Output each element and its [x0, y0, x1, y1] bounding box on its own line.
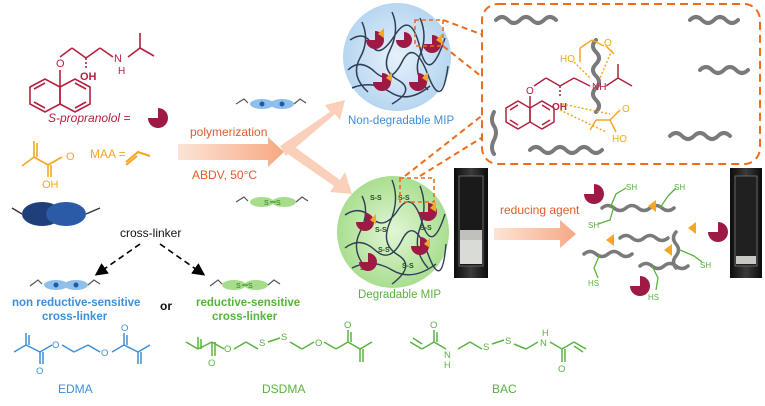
svg-text:S-S: S-S [370, 195, 382, 202]
zoom-o-top: O [604, 38, 612, 49]
bac-s2: S [505, 336, 511, 347]
crosslinker-label: cross-linker [120, 226, 181, 240]
bac-o1: O [430, 320, 437, 331]
bac-h2: H [542, 328, 549, 338]
dsdma-s1: S [259, 338, 265, 349]
hs-1: HS [588, 279, 599, 288]
dsdma-s2: S [281, 332, 287, 343]
nonreductive-label-line1: non reductive-sensitive [12, 297, 140, 309]
svg-text:S-S: S-S [375, 227, 387, 234]
degradable-label: Degradable MIP [358, 289, 441, 301]
zoom-ho-top: HO [560, 54, 575, 65]
maa-vinyl-icon [125, 150, 151, 163]
branch-arrow-up [280, 100, 345, 156]
polymerization-arrow [178, 137, 284, 167]
arrow-nonreductive-icon [235, 98, 307, 109]
bac-o2: O [558, 364, 565, 375]
propranolol-o-atom: O [56, 58, 65, 70]
svg-text:S-S: S-S [398, 195, 410, 202]
zoom-ho-bottom: HO [612, 134, 627, 145]
propranolol-label: S-propranolol = [48, 111, 130, 125]
edma-o1: O [52, 340, 59, 351]
reductive-label-line2: cross-linker [212, 311, 278, 323]
propranolol-nh-group: N [114, 53, 122, 65]
polymerization-label: polymerization [190, 125, 267, 139]
svg-text:S: S [236, 283, 241, 290]
svg-text:S-S: S-S [420, 225, 432, 232]
crosslinker-generic-icon [11, 202, 101, 226]
sh-3: SH [674, 183, 685, 192]
svg-text:S: S [264, 200, 269, 207]
reducing-agent-label: reducing agent [500, 203, 580, 217]
maa-structure [21, 141, 63, 177]
svg-text:S-S: S-S [402, 263, 414, 270]
nonreductive-crosslinker-icon [29, 279, 101, 290]
dsdma-o2: O [208, 358, 215, 369]
maa-label: MAA = [90, 147, 126, 161]
conditions-label: ABDV, 50°C [192, 168, 257, 182]
dsdma-label: DSDMA [262, 382, 305, 396]
edma-o2: O [36, 366, 43, 377]
svg-text:S: S [276, 200, 281, 207]
propranolol-structure [29, 33, 155, 113]
svg-text:S: S [248, 283, 253, 290]
bac-nh1: N [444, 350, 451, 361]
dsdma-structure [185, 330, 373, 362]
non-degradable-mip [343, 3, 451, 111]
svg-text:S-S: S-S [378, 247, 390, 254]
branch-arrow-down [282, 142, 352, 194]
zoom-o-bottom: O [622, 104, 630, 115]
edma-o4: O [121, 323, 128, 334]
bac-nh2: N [540, 338, 547, 349]
dsdma-o3: O [315, 338, 322, 349]
sh-2: SH [588, 221, 599, 230]
zoom-oh: OH [552, 102, 567, 113]
edma-label: EDMA [58, 382, 93, 396]
bac-s1: S [483, 342, 489, 353]
propranolol-oh-group: OH [80, 71, 97, 83]
bac-structure [409, 330, 587, 362]
bac-h1: H [444, 360, 451, 370]
or-label: or [160, 299, 172, 313]
maa-oh-group: OH [42, 179, 59, 191]
maa-o-atom: O [66, 151, 75, 163]
sh-1: SH [626, 183, 637, 192]
dsdma-o4: O [344, 320, 351, 331]
reducing-agent-arrow [494, 220, 576, 248]
degraded-products: SH SH SH HS HS SH [582, 183, 728, 302]
dsdma-o1: O [224, 344, 231, 355]
reductive-crosslinker-icon: S S [209, 279, 281, 290]
non-degradable-label: Non-degradable MIP [348, 115, 454, 127]
degradable-mip: S-S S-S S-S S-S S-S S-S S-S [337, 176, 449, 288]
zoom-nh: NH [592, 82, 606, 93]
bac-label: BAC [492, 382, 517, 396]
vial-before-photo [454, 168, 488, 278]
sh-4: SH [700, 261, 711, 270]
zoom-o-atom: O [526, 86, 534, 97]
nonreductive-label-line2: cross-linker [42, 311, 108, 323]
reductive-label-line1: reductive-sensitive [196, 297, 300, 309]
edma-o3: O [101, 348, 108, 359]
propranolol-pacman-icon [148, 108, 168, 128]
propranolol-nh-h: H [118, 66, 125, 77]
binding-site-zoom: O OH NH HO O O HO [481, 3, 761, 165]
vial-after-photo [730, 168, 762, 278]
hs-2: HS [648, 293, 659, 302]
edma-structure [13, 333, 151, 364]
arrow-reductive-icon: S S [235, 196, 309, 207]
